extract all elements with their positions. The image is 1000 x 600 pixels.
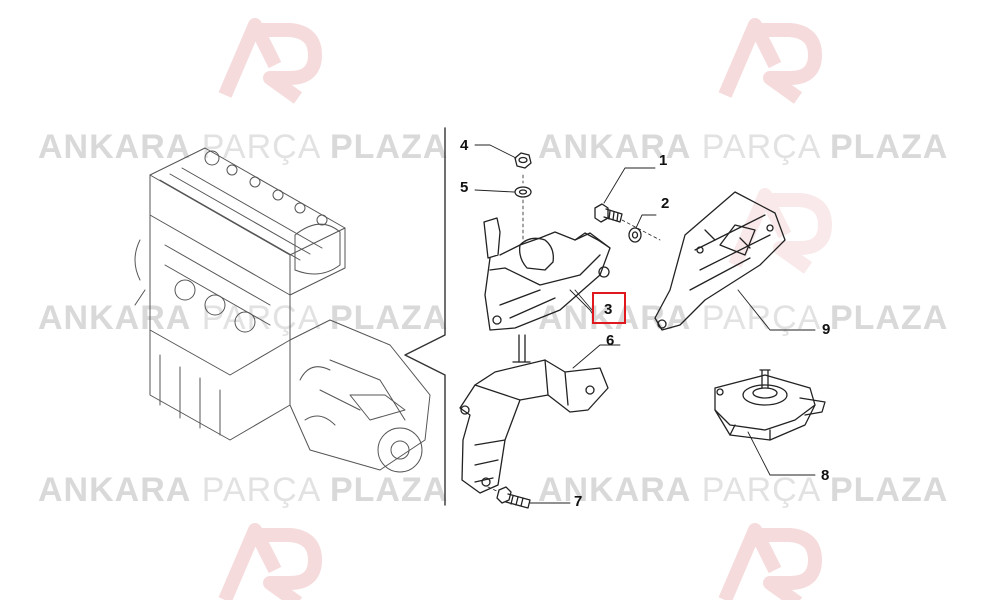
part-1-bolt [594,167,661,241]
part-2-washer [628,214,657,243]
callout-9[interactable]: 9 [822,321,831,338]
engine-assembly [134,147,431,473]
watermark-logo-icon [218,523,322,600]
part-3-engine-mount [483,217,611,331]
part-4-nut [474,144,532,169]
callout-1[interactable]: 1 [659,152,668,169]
part-7-bolt [487,486,571,509]
watermark-logo-icon [718,523,822,600]
watermark-logo-icon [718,18,822,104]
callout-7[interactable]: 7 [574,493,583,510]
callout-8[interactable]: 8 [821,467,830,484]
part-6-bracket [459,334,621,494]
part-5-washer [474,174,532,241]
callout-3[interactable]: 3 [604,301,613,318]
callout-5[interactable]: 5 [460,179,469,196]
callout-2[interactable]: 2 [661,195,670,212]
callout-3-highlight [592,292,626,324]
part-8-mount [714,369,826,476]
callout-4[interactable]: 4 [460,137,469,154]
group-bracket [404,127,446,506]
callout-6[interactable]: 6 [606,332,615,349]
watermark-logo-icon [218,18,322,104]
leader-3 [574,289,593,311]
part-9-bracket [654,191,816,331]
